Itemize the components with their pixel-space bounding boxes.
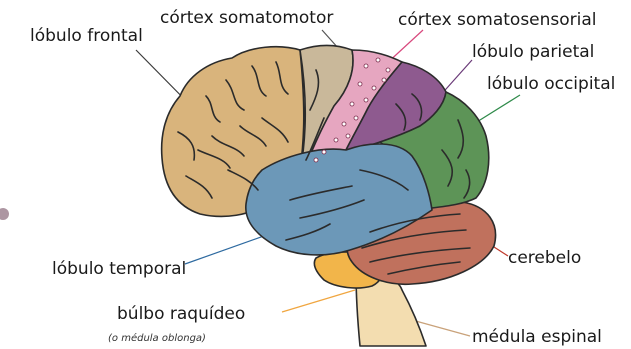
- label-bulbo: búlbo raquídeo: [117, 304, 245, 324]
- label-cerebelo: cerebelo: [508, 248, 581, 268]
- label-parietal: lóbulo parietal: [472, 42, 594, 62]
- edge-blob: [0, 208, 9, 220]
- label-somatomotor: córtex somatomotor: [160, 8, 333, 28]
- label-occipital: lóbulo occipital: [487, 74, 615, 94]
- label-bulbo-sub: (o médula oblonga): [108, 333, 206, 345]
- label-medula: médula espinal: [472, 327, 602, 347]
- label-somatosensorial: córtex somatosensorial: [398, 10, 597, 30]
- label-temporal: lóbulo temporal: [52, 259, 186, 279]
- label-frontal: lóbulo frontal: [30, 26, 143, 46]
- leader-bulbo: [282, 290, 355, 312]
